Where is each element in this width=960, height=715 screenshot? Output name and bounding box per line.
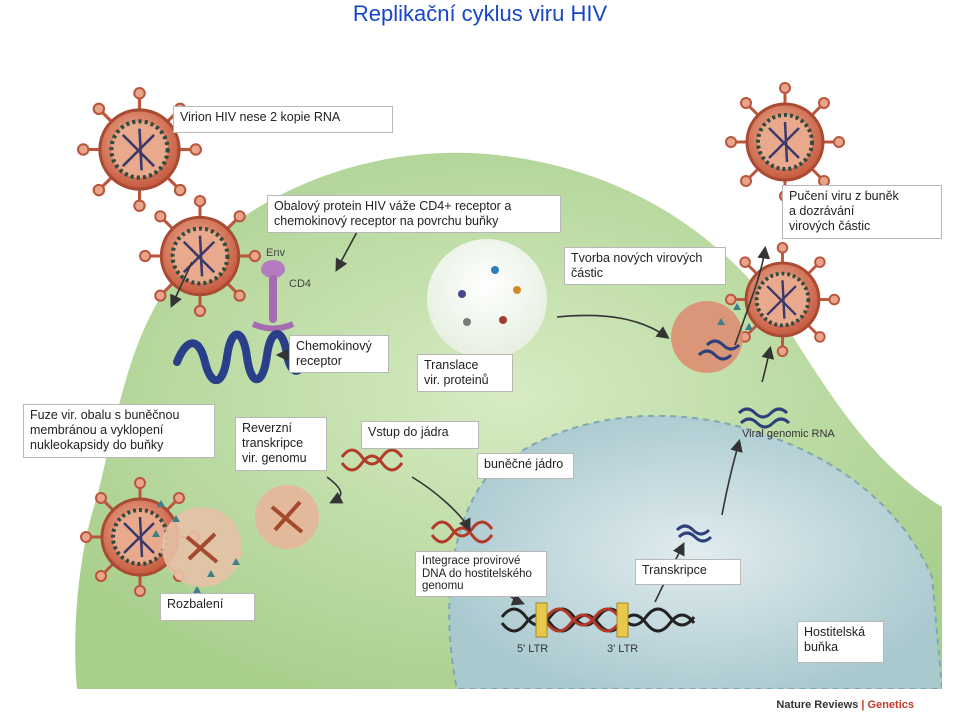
viral-rna-strands — [675, 339, 791, 543]
virion-binding — [140, 196, 260, 316]
label-transcription: Transkripce — [635, 559, 741, 585]
virion-top-right — [725, 82, 845, 202]
ltr-5-box — [535, 602, 548, 638]
translation-vesicle — [427, 239, 547, 359]
label-nucleus: buněčné jádro — [477, 453, 574, 479]
diagram-canvas: Env CD4 Viral genomic RNA — [75, 82, 944, 690]
page-title: Replikační cyklus viru HIV — [352, 1, 608, 26]
label-assembly: Tvorba nových virových částic — [564, 247, 726, 285]
label-translation: Translace vir. proteinů — [417, 354, 513, 392]
label-reverse-transcription: Reverzní transkripce vir. genomu — [235, 417, 327, 471]
env-label: Env — [266, 247, 285, 259]
label-fusion: Fuze vir. obalu s buněčnou membránou a v… — [23, 404, 215, 458]
protein-fragments — [152, 303, 753, 593]
label-binding: Obalový protein HIV váže CD4+ receptor a… — [267, 195, 561, 233]
label-nuclear-entry: Vstup do jádra — [361, 421, 479, 449]
ltr-3-label: 3' LTR — [607, 643, 638, 655]
ltr-5-label: 5' LTR — [517, 643, 548, 655]
label-virion: Virion HIV nese 2 kopie RNA — [173, 106, 393, 133]
figure-credit: Nature Reviews | Genetics — [776, 699, 914, 711]
label-chemokine: Chemokinový receptor — [289, 335, 389, 373]
hiv-cycle-diagram: Env CD4 Viral genomic RNA — [17, 37, 944, 690]
viral-genomic-rna-label: Viral genomic RNA — [742, 428, 835, 440]
label-host-cell: Hostitelská buňka — [797, 621, 884, 663]
label-uncoating: Rozbalení — [160, 593, 255, 621]
cd4-receptor — [251, 260, 295, 332]
label-integration: Integrace provirové DNA do hostitelského… — [415, 551, 547, 597]
provirus-dna — [545, 607, 621, 633]
cd4-label: CD4 — [289, 278, 311, 290]
host-chromosome — [500, 607, 696, 633]
viral-proteins — [458, 266, 521, 326]
budding-particle — [671, 301, 743, 373]
reverse-transcribed-dna — [340, 448, 494, 544]
ltr-3-box — [616, 602, 629, 638]
label-budding: Pučení viru z buněk a dozrávání virových… — [782, 185, 942, 239]
